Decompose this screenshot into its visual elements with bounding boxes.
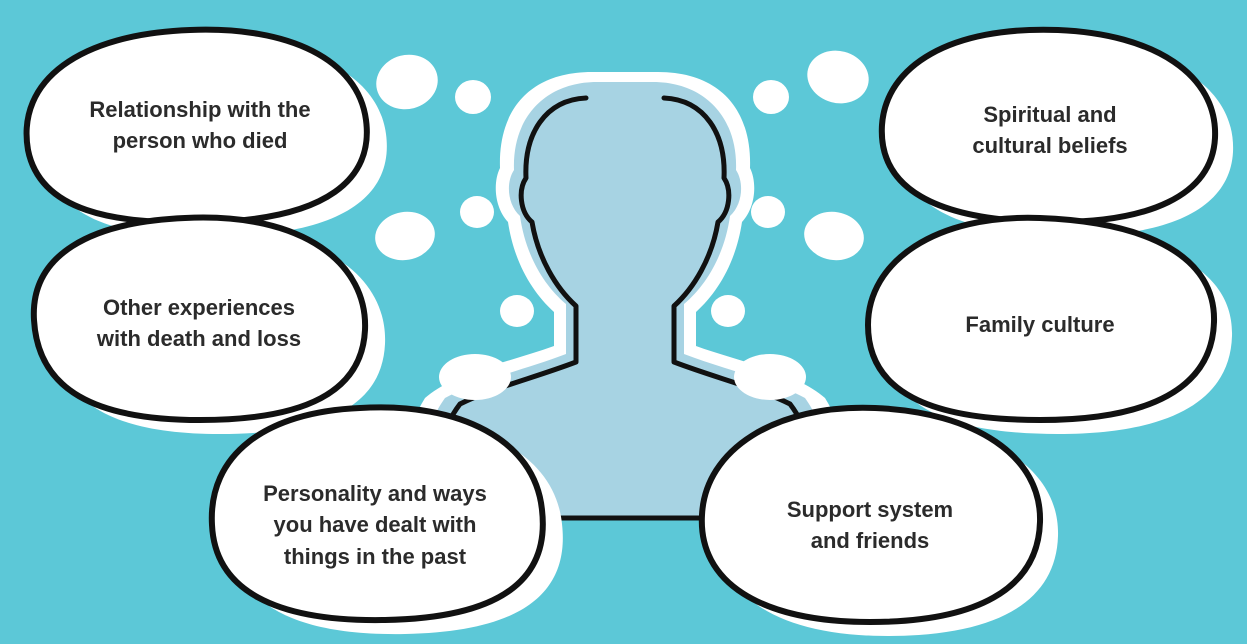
- thought-dot: [460, 196, 494, 228]
- thought-dots: [375, 50, 869, 400]
- label-spiritual: Spiritual and cultural beliefs: [972, 101, 1128, 158]
- thought-dot: [753, 80, 789, 114]
- thought-dot: [455, 80, 491, 114]
- thought-dot: [376, 54, 438, 110]
- bubble-family: [865, 214, 1218, 423]
- thought-dot: [439, 354, 511, 400]
- bubble-support: [698, 404, 1044, 625]
- label-personality: Personality and ways you have dealt with…: [263, 481, 487, 569]
- label-relationship: Relationship with the person who died: [89, 96, 311, 153]
- label-family: Family culture: [965, 312, 1115, 338]
- bubble-personality: [208, 404, 546, 624]
- thought-dot: [751, 196, 785, 228]
- silhouette-outline: [429, 95, 821, 521]
- thought-dot: [375, 211, 435, 261]
- bubbles: [23, 26, 1219, 625]
- person-silhouette: [400, 72, 850, 521]
- thought-dot: [734, 354, 806, 400]
- thought-dot: [711, 295, 745, 327]
- label-other-experiences: Other experiences with death and loss: [96, 294, 302, 351]
- bubble-other-experiences: [30, 214, 369, 423]
- thought-dot: [500, 295, 534, 327]
- label-support: Support system and friends: [786, 496, 954, 553]
- thought-dot: [807, 50, 869, 104]
- thought-dot: [804, 211, 864, 261]
